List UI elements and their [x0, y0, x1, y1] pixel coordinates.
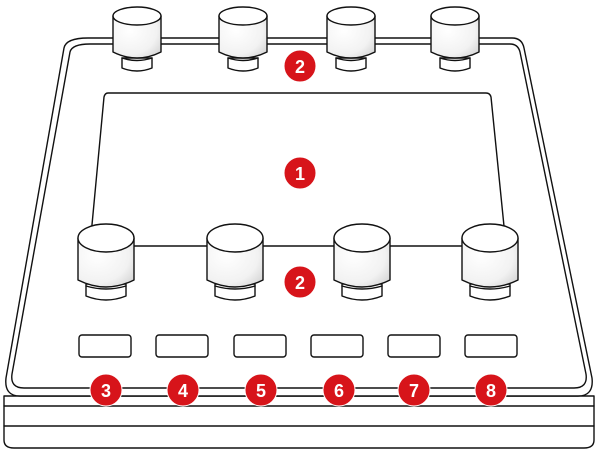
callouts: 1 2 2 3 4 5 6 7: [89, 49, 508, 407]
bottom-knob-4[interactable]: [461, 223, 519, 301]
svg-text:4: 4: [178, 381, 188, 401]
bottom-knob-1[interactable]: [77, 223, 135, 301]
button-5[interactable]: [387, 334, 441, 358]
top-knob-1[interactable]: [112, 6, 162, 72]
svg-text:1: 1: [295, 164, 305, 184]
button-6[interactable]: [464, 334, 518, 358]
top-knob-4[interactable]: [430, 6, 480, 72]
callout-button-1: 3: [89, 373, 123, 407]
callout-button-5: 7: [397, 373, 431, 407]
button-2[interactable]: [155, 334, 209, 358]
svg-text:3: 3: [101, 381, 111, 401]
callout-button-4: 6: [322, 373, 356, 407]
callout-button-6: 8: [474, 373, 508, 407]
svg-text:2: 2: [295, 57, 305, 77]
svg-text:6: 6: [334, 381, 344, 401]
top-knob-3[interactable]: [326, 6, 376, 72]
svg-text:8: 8: [486, 381, 496, 401]
callout-button-3: 5: [244, 373, 278, 407]
body-bevel: [11, 43, 587, 389]
bottom-knobs: [77, 223, 519, 301]
callout-top-knobs: 2: [283, 49, 317, 83]
svg-text:7: 7: [409, 381, 419, 401]
callout-screen: 1: [283, 156, 317, 190]
button-3[interactable]: [233, 334, 287, 358]
button-4[interactable]: [310, 334, 364, 358]
bottom-knob-2[interactable]: [206, 223, 264, 301]
callout-button-2: 4: [166, 373, 200, 407]
callout-bottom-knobs: 2: [283, 265, 317, 299]
buttons-row: [78, 334, 518, 358]
svg-text:5: 5: [256, 381, 266, 401]
device-base: [3, 395, 595, 449]
top-knobs: [112, 6, 480, 72]
svg-text:2: 2: [295, 273, 305, 293]
bottom-knob-3[interactable]: [333, 223, 391, 301]
button-1[interactable]: [78, 334, 132, 358]
top-knob-2[interactable]: [218, 6, 268, 72]
